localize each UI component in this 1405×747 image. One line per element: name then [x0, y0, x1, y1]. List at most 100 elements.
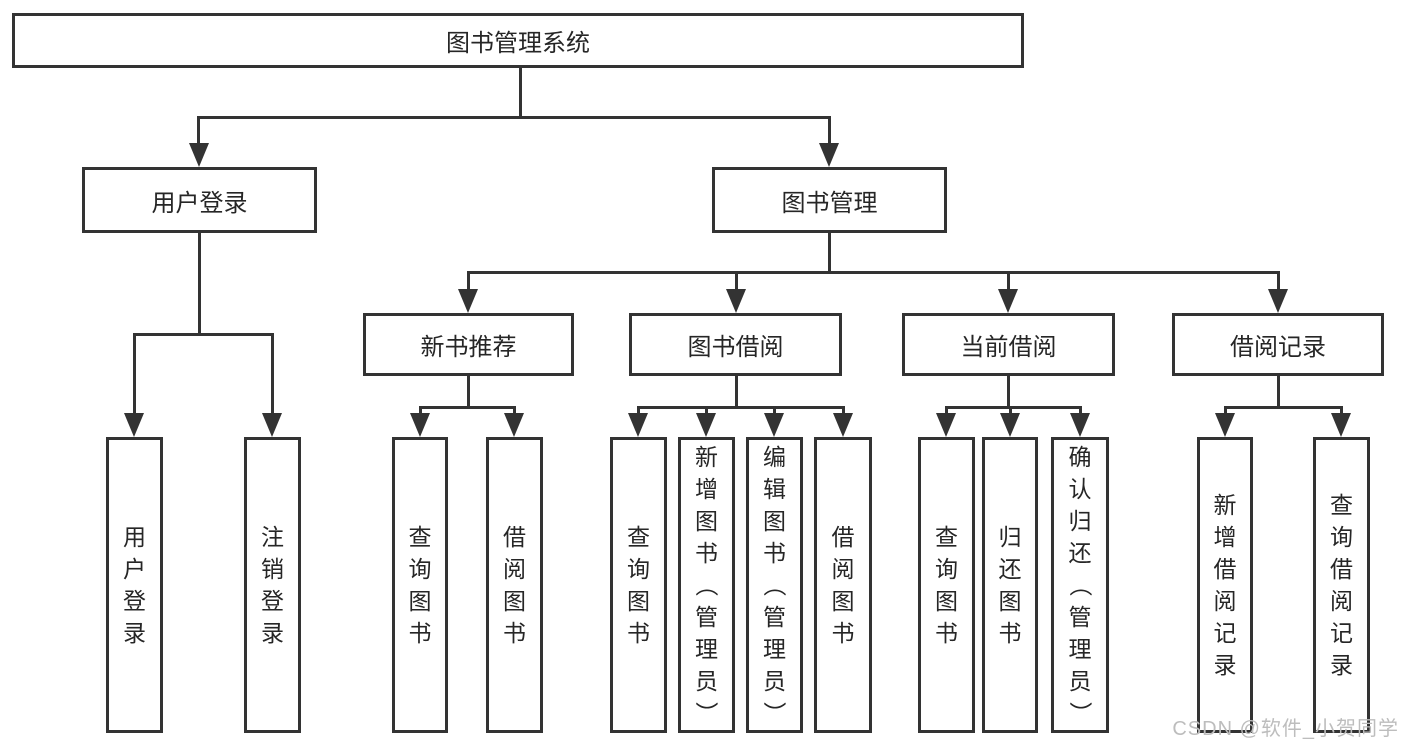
connector	[705, 406, 708, 418]
arrow-down-icon	[1070, 413, 1090, 437]
vertical-char: 书	[763, 540, 786, 566]
arrow-down-icon	[1331, 413, 1351, 437]
vertical-char: ）	[1067, 701, 1093, 725]
vertical-char: 还	[1068, 540, 1092, 566]
vertical-char: 归	[1068, 508, 1092, 534]
node-label: 用户登录	[151, 189, 248, 217]
node-user-login: 用户登录	[82, 167, 317, 233]
connector	[1079, 406, 1082, 418]
vertical-char: 理	[1068, 636, 1092, 662]
csdn-watermark: CSDN @软件_小贺同学	[1172, 718, 1399, 740]
vertical-char: 员	[1068, 668, 1092, 694]
connector	[467, 374, 470, 408]
leaf-query-books-borrow: 查询图书	[610, 437, 667, 733]
node-book-borrow: 图书借阅	[629, 313, 842, 376]
vertical-char: 书	[831, 620, 855, 646]
node-label: 图书管理系统	[446, 30, 590, 57]
connector	[735, 271, 738, 293]
leaf-return-books: 归还图书	[982, 437, 1038, 733]
vertical-char: 用	[123, 524, 146, 550]
connector	[1340, 406, 1343, 418]
vertical-char: 图	[831, 588, 855, 614]
vertical-char: 书	[408, 620, 432, 646]
leaf-borrow-books-recommend: 借阅图书	[486, 437, 543, 733]
node-label: 当前借阅	[960, 334, 1057, 361]
arrow-down-icon	[189, 143, 209, 167]
vertical-char: （	[1067, 573, 1093, 597]
vertical-char: 借	[1213, 556, 1237, 582]
vertical-char: 书	[503, 620, 526, 646]
vertical-char: 书	[627, 620, 650, 646]
vertical-char: ）	[761, 701, 788, 725]
vertical-char: 理	[763, 636, 786, 662]
connector	[637, 406, 844, 409]
vertical-char: 新	[695, 444, 718, 470]
arrow-down-icon	[410, 413, 430, 437]
node-label: 新书推荐	[420, 334, 517, 361]
connector	[1007, 271, 1010, 293]
node-new-book-recommend: 新书推荐	[363, 313, 574, 376]
vertical-char: 询	[935, 556, 958, 582]
vertical-char: 图	[935, 588, 958, 614]
connector	[197, 116, 200, 148]
vertical-char: 销	[261, 556, 284, 582]
leaf-edit-books-admin: 编辑图书（管理员）	[746, 437, 803, 733]
vertical-char: 书	[998, 620, 1022, 646]
vertical-char: 管	[695, 604, 718, 630]
arrow-down-icon	[764, 413, 784, 437]
connector	[1224, 406, 1342, 409]
connector	[945, 406, 1081, 409]
vertical-char: 图	[503, 588, 526, 614]
vertical-char: 阅	[1213, 588, 1237, 614]
vertical-char: 增	[695, 476, 718, 502]
leaf-add-books-admin: 新增图书（管理员）	[678, 437, 735, 733]
vertical-char: 借	[1330, 556, 1353, 582]
vertical-char: 理	[695, 636, 718, 662]
vertical-char: 查	[1330, 492, 1353, 518]
vertical-char: 阅	[503, 556, 526, 582]
arrow-down-icon	[124, 413, 144, 437]
vertical-char: 新	[1213, 492, 1237, 518]
vertical-char: ）	[693, 701, 720, 725]
arrow-down-icon	[458, 289, 478, 313]
leaf-add-borrow-record: 新增借阅记录	[1197, 437, 1253, 733]
connector	[133, 333, 274, 336]
arrow-down-icon	[1215, 413, 1235, 437]
vertical-char: 录	[1330, 652, 1353, 678]
vertical-char: 管	[763, 604, 786, 630]
vertical-char: 询	[627, 556, 650, 582]
connector	[842, 406, 845, 418]
vertical-char: 图	[998, 588, 1022, 614]
vertical-char: 借	[831, 524, 855, 550]
arrow-down-icon	[819, 143, 839, 167]
node-root: 图书管理系统	[12, 13, 1024, 68]
leaf-query-borrow-record: 查询借阅记录	[1313, 437, 1370, 733]
connector	[1224, 406, 1227, 418]
connector	[419, 406, 516, 409]
connector	[1277, 271, 1280, 293]
vertical-char: 借	[503, 524, 526, 550]
leaf-borrow-books: 借阅图书	[814, 437, 872, 733]
connector	[735, 374, 738, 408]
vertical-char: （	[761, 573, 788, 597]
arrow-down-icon	[262, 413, 282, 437]
vertical-char: 书	[695, 540, 718, 566]
vertical-char: 员	[763, 668, 786, 694]
connector	[467, 271, 470, 293]
connector	[519, 66, 522, 118]
vertical-char: 录	[123, 620, 146, 646]
connector	[513, 406, 516, 418]
node-current-borrow: 当前借阅	[902, 313, 1115, 376]
connector	[945, 406, 948, 418]
vertical-char: 查	[627, 524, 650, 550]
vertical-char: 确	[1068, 444, 1092, 470]
connector	[828, 231, 831, 273]
connector	[1277, 374, 1280, 408]
connector	[271, 333, 274, 415]
arrow-down-icon	[998, 289, 1018, 313]
vertical-char: 辑	[763, 476, 786, 502]
arrow-down-icon	[628, 413, 648, 437]
vertical-char: 录	[1213, 652, 1237, 678]
vertical-char: 询	[408, 556, 432, 582]
